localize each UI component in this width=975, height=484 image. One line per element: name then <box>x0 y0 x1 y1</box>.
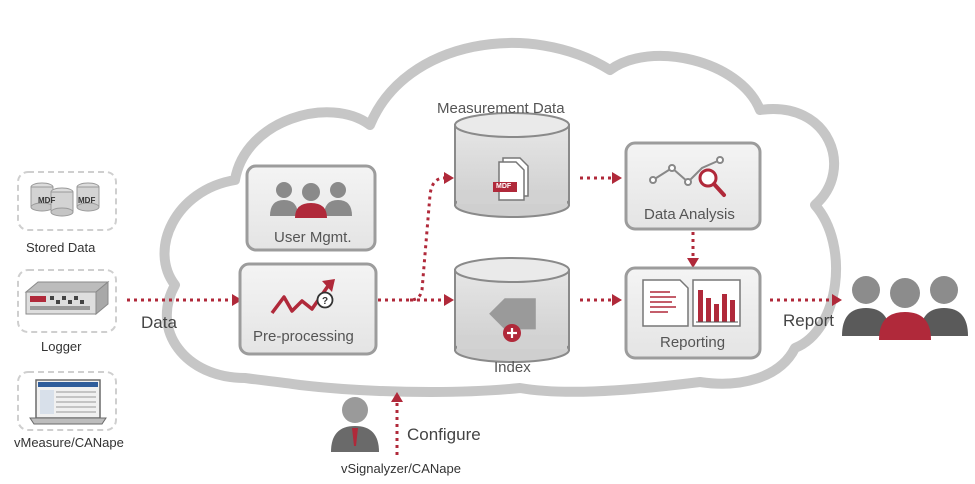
pre-processing-box <box>238 262 378 356</box>
index-label: Index <box>494 359 531 376</box>
recipients-group-icon <box>842 276 968 340</box>
configure-arrow-head <box>391 392 403 402</box>
to-analysis-arrow-head <box>612 172 622 184</box>
vmeasure-label: vMeasure/CANape <box>14 435 124 450</box>
mdf-file-icon <box>493 157 529 201</box>
configurator-label: vSignalyzer/CANape <box>341 461 461 476</box>
measurement-data-label: Measurement Data <box>437 100 565 117</box>
configure-label: Configure <box>407 425 481 444</box>
report-bar-chart-icon <box>692 279 741 327</box>
logger-box <box>17 269 117 333</box>
analysis-to-reporting-arrow-head <box>687 258 699 268</box>
to-reporting-arrow-head <box>612 294 622 306</box>
report-arrow-head <box>832 294 842 306</box>
svg-text:?: ? <box>322 296 328 307</box>
logger-device-icon <box>24 280 110 316</box>
stored-data-label: Stored Data <box>26 240 96 255</box>
mdf-tag-2: MDF <box>78 196 96 205</box>
data-arrow-head <box>232 294 242 306</box>
data-label: Data <box>141 313 177 332</box>
logger-label: Logger <box>41 339 82 354</box>
mdf-stack-icon <box>30 182 100 217</box>
analysis-magnifier-icon <box>649 156 726 197</box>
cloud-outline <box>159 38 841 397</box>
report-label: Report <box>783 311 835 330</box>
data-analysis-box <box>624 141 762 231</box>
pre-processing-label: Pre-processing <box>253 328 354 345</box>
report-document-icon <box>642 279 689 327</box>
to-measurement-arrow-head <box>444 172 454 184</box>
mdf-file-tag: MDF <box>496 183 512 190</box>
laptop-icon <box>29 379 107 425</box>
mdf-tag-1: MDF <box>38 196 56 205</box>
vmeasure-box <box>17 371 117 431</box>
to-measurement-arrow <box>378 176 445 302</box>
to-index-arrow-head <box>444 294 454 306</box>
tag-plus-icon <box>489 298 536 342</box>
user-mgmt-label: User Mgmt. <box>274 229 352 246</box>
reporting-label: Reporting <box>660 334 726 351</box>
stored-data-box <box>17 171 117 231</box>
configurator-person-icon <box>331 397 379 452</box>
user-group-icon <box>270 182 352 218</box>
data-analysis-label: Data Analysis <box>644 206 735 223</box>
trend-question-icon: ? <box>270 279 335 315</box>
